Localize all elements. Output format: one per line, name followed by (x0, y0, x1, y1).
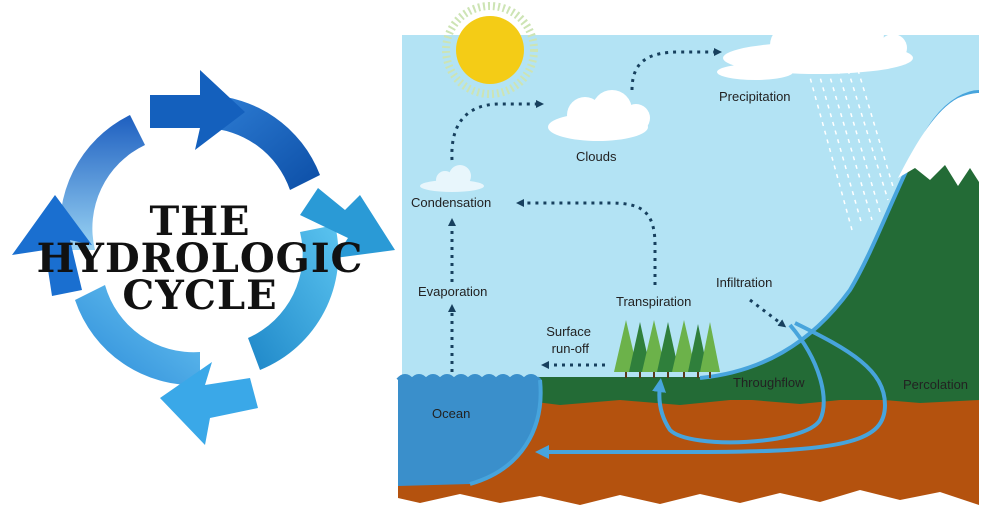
title-block: THE HYDROLOGIC CYCLE (37, 198, 364, 319)
ocean-waves (396, 374, 542, 384)
groundwater-flow (535, 321, 888, 459)
title-line2: HYDROLOGIC (37, 235, 364, 282)
sun-icon (442, 2, 538, 98)
rain-icon (807, 69, 895, 231)
percolation-arrow (535, 321, 888, 459)
title-line1: THE (149, 198, 250, 245)
label-surface-runoff-line1: Surface (546, 324, 591, 339)
infiltration-arrow (749, 298, 787, 328)
process-arrows (448, 48, 787, 372)
label-evaporation: Evaporation (418, 284, 487, 299)
ocean-shore-outline (469, 379, 543, 486)
cloud-icon (548, 90, 650, 141)
label-infiltration: Infiltration (716, 275, 772, 290)
label-precipitation: Precipitation (719, 89, 791, 104)
label-clouds: Clouds (576, 149, 617, 164)
throughflow-arrow (652, 323, 826, 445)
label-throughflow: Throughflow (733, 375, 805, 390)
title-line3: CYCLE (122, 272, 277, 319)
label-percolation: Percolation (903, 377, 968, 392)
cycle-arrows-icon (12, 70, 395, 445)
label-surface-runoff-line2: run-off (552, 341, 590, 356)
soil-layer (398, 378, 979, 505)
condensation-to-clouds-arrow (450, 100, 544, 161)
cloud-icon (717, 49, 793, 80)
ocean (398, 378, 541, 486)
snow-cap (898, 93, 979, 186)
label-condensation: Condensation (411, 195, 491, 210)
clouds-to-precipitation-arrow (630, 48, 722, 91)
label-ocean: Ocean (432, 406, 470, 421)
tree-icon (614, 320, 720, 378)
cloud-icon (420, 165, 484, 192)
label-transpiration: Transpiration (616, 294, 691, 309)
